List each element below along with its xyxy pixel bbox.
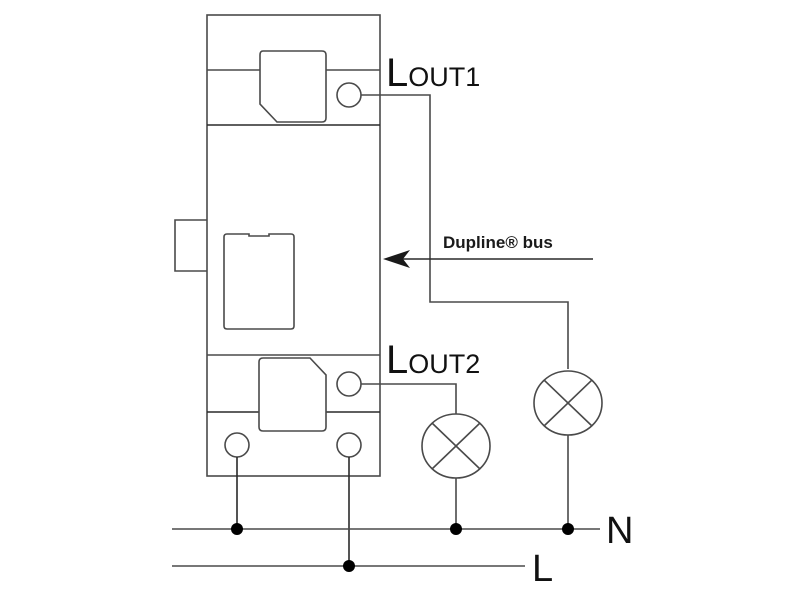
label-neutral: N	[606, 510, 633, 552]
label-dupline-bus: Dupline® bus	[443, 233, 553, 252]
label-lout1: LOUT1	[386, 51, 480, 95]
junction-dot	[450, 523, 462, 535]
junction-dot	[231, 523, 243, 535]
label-lout2: LOUT2	[386, 338, 480, 382]
wire-out1-to-lamp1	[361, 94, 569, 369]
terminal-out2	[336, 371, 362, 397]
arrow-left-icon	[383, 250, 410, 268]
device-housing	[206, 14, 381, 477]
lamp1-icon	[533, 370, 603, 436]
side-tab	[174, 219, 207, 272]
relay-block-out1	[259, 50, 327, 123]
terminal-out1	[336, 82, 362, 108]
terminal-line	[336, 432, 362, 458]
junction-dot	[343, 560, 355, 572]
junction-dot	[562, 523, 574, 535]
device-outline	[206, 14, 381, 477]
label-line: L	[532, 548, 553, 590]
display-window	[223, 233, 295, 330]
terminal-neutral	[224, 432, 250, 458]
relay-block-out2	[258, 357, 327, 432]
lamp2-icon	[421, 413, 491, 479]
wire-out2-to-lamp2	[361, 383, 457, 414]
